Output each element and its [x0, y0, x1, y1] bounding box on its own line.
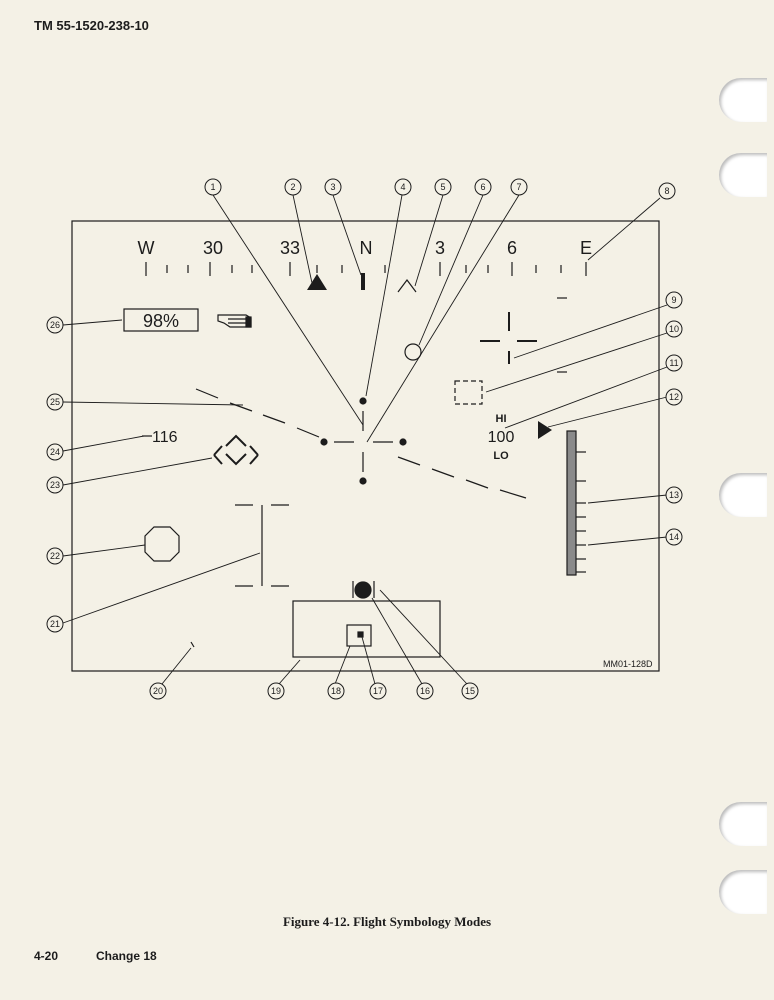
binder-hole: [719, 802, 767, 846]
callout-20: 20: [153, 686, 163, 696]
heading-bug-triangle: [307, 274, 327, 290]
callout-26: 26: [50, 320, 60, 330]
callout-17: 17: [373, 686, 383, 696]
callout-12: 12: [669, 392, 679, 402]
callout-25: 25: [50, 397, 60, 407]
heading-label-3: 3: [435, 238, 445, 258]
altitude-pointer: [538, 421, 552, 439]
callout-leaders: [62, 194, 668, 685]
callout-22: 22: [50, 551, 60, 561]
heading-label-33: 33: [280, 238, 300, 258]
drawing-id: MM01-128D: [603, 659, 653, 669]
binder-hole: [719, 153, 767, 197]
callout-10: 10: [669, 324, 679, 334]
callout-3: 3: [330, 182, 335, 192]
callout-23: 23: [50, 480, 60, 490]
pitch-bracket: [235, 504, 289, 587]
trim-ball: [354, 581, 372, 599]
airspeed-readout: 116: [152, 429, 178, 446]
binder-hole: [719, 78, 767, 122]
callout-1: 1: [210, 182, 215, 192]
altitude-hi-label: HI: [496, 413, 507, 425]
heading-scale: [145, 262, 587, 276]
document-number: TM 55-1520-238-10: [34, 18, 149, 33]
callout-6: 6: [480, 182, 485, 192]
callout-24: 24: [50, 447, 60, 457]
heading-label-w: W: [138, 238, 155, 258]
cyclic-diamond-symbol: [213, 434, 259, 466]
callout-19: 19: [271, 686, 281, 696]
page-number: 4-20: [34, 949, 59, 963]
velocity-vector-cross: [480, 312, 537, 364]
octagon-symbol: [144, 526, 180, 562]
callout-13: 13: [669, 490, 679, 500]
callout-16: 16: [420, 686, 430, 696]
display-frame: [71, 220, 660, 672]
callout-9: 9: [671, 295, 676, 305]
aircraft-reference-symbol: [320, 397, 407, 485]
heading-label-30: 30: [203, 238, 223, 258]
callout-8: 8: [664, 186, 669, 196]
heading-label-n: N: [360, 238, 373, 258]
heading-label-6: 6: [507, 238, 517, 258]
callout-11: 11: [669, 358, 678, 368]
callout-2: 2: [290, 182, 295, 192]
altitude-tape: [566, 430, 586, 576]
horizon-line: [195, 388, 527, 499]
callout-14: 14: [669, 532, 679, 542]
torque-percent-box: [123, 308, 199, 332]
command-heading-chevron: [397, 279, 417, 293]
callout-4: 4: [400, 182, 405, 192]
altitude-readout: 100: [488, 429, 515, 446]
inner-square: [346, 624, 372, 647]
acceleration-cue-circle: [404, 343, 422, 361]
altitude-lo-label: LO: [493, 450, 509, 462]
callout-5: 5: [440, 182, 445, 192]
hover-position-box: [454, 380, 483, 405]
binder-hole: [719, 473, 767, 517]
hand-pointer-icon: [217, 314, 252, 328]
heading-label-e: E: [580, 238, 592, 258]
binder-hole: [719, 870, 767, 914]
torque-percent-readout: 98%: [143, 311, 179, 331]
callout-7: 7: [516, 182, 521, 192]
change-number: Change 18: [96, 949, 157, 963]
figure-caption: Figure 4-12. Flight Symbology Modes: [282, 914, 492, 929]
callout-21: 21: [50, 619, 60, 629]
callout-18: 18: [331, 686, 341, 696]
callout-15: 15: [465, 686, 475, 696]
trim-box: [292, 600, 441, 658]
